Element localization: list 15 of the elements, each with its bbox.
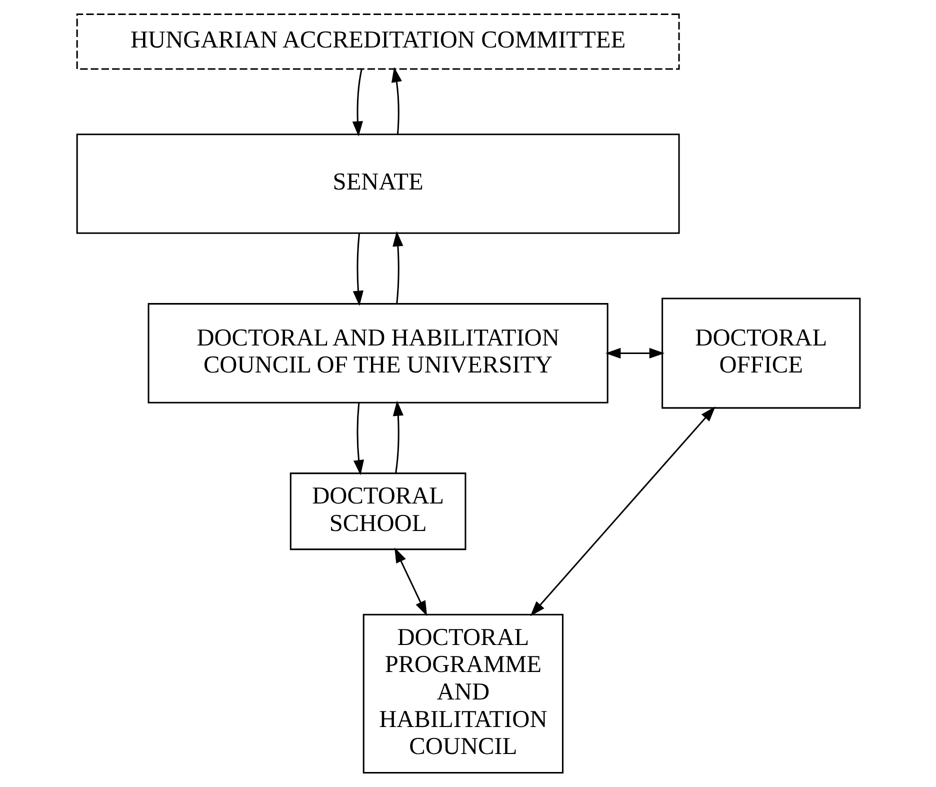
node-box: DOCTORAL OFFICE <box>661 298 860 409</box>
arrow <box>530 406 715 616</box>
arrow <box>394 547 427 616</box>
arrow <box>352 402 364 476</box>
arrow <box>352 233 363 306</box>
node-box: DOCTORAL PROGRAMME AND HABILITATION COUNCIL <box>362 614 563 774</box>
node-box: HUNGARIAN ACCREDITATION COMMITTEE <box>76 13 680 70</box>
node-box: SENATE <box>76 134 680 234</box>
arrow <box>392 400 403 474</box>
node-box: DOCTORAL SCHOOL <box>289 472 466 550</box>
arrow <box>390 67 402 134</box>
arrow <box>352 69 362 136</box>
arrow <box>392 231 403 304</box>
node-box: DOCTORAL AND HABILITATION COUNCIL OF THE UNIVERSITY <box>147 303 608 404</box>
arrow <box>604 348 664 359</box>
